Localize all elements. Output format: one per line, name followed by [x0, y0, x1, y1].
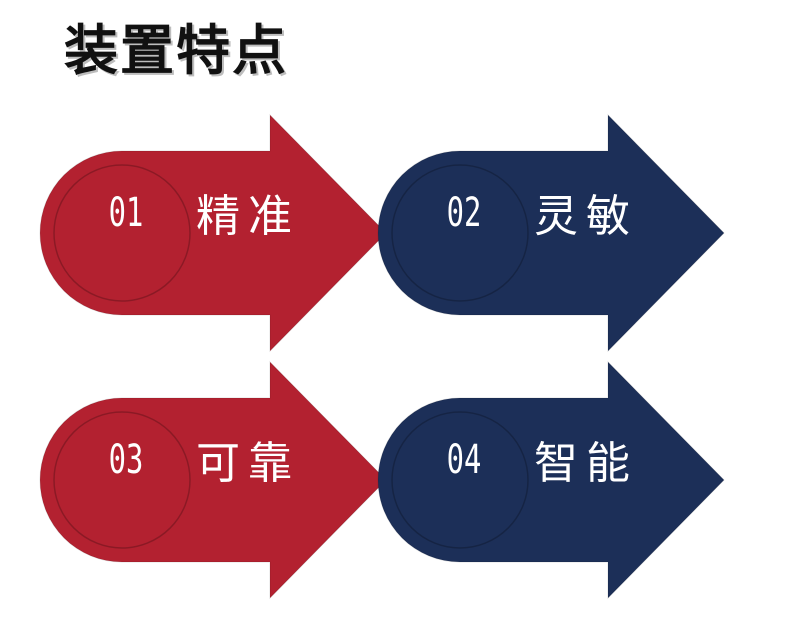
arrow-shape	[377, 360, 725, 600]
arrow-shape	[39, 113, 387, 353]
feature-label: 智能	[534, 438, 638, 489]
arrow-shape	[377, 113, 725, 353]
feature-card-1: 01 精准	[39, 113, 396, 353]
feature-number: 02	[446, 190, 482, 236]
feature-number: 03	[108, 437, 144, 483]
feature-label: 可靠	[196, 438, 300, 489]
feature-card-2: 02 灵敏	[377, 113, 734, 353]
feature-label: 精准	[196, 191, 300, 242]
feature-card-4: 04 智能	[377, 360, 734, 600]
feature-number: 01	[108, 190, 144, 236]
feature-card-3: 03 可靠	[39, 360, 396, 600]
arrow-shape	[39, 360, 387, 600]
feature-label: 灵敏	[534, 191, 638, 242]
feature-number: 04	[446, 437, 482, 483]
page-title: 装置特点	[64, 19, 288, 82]
